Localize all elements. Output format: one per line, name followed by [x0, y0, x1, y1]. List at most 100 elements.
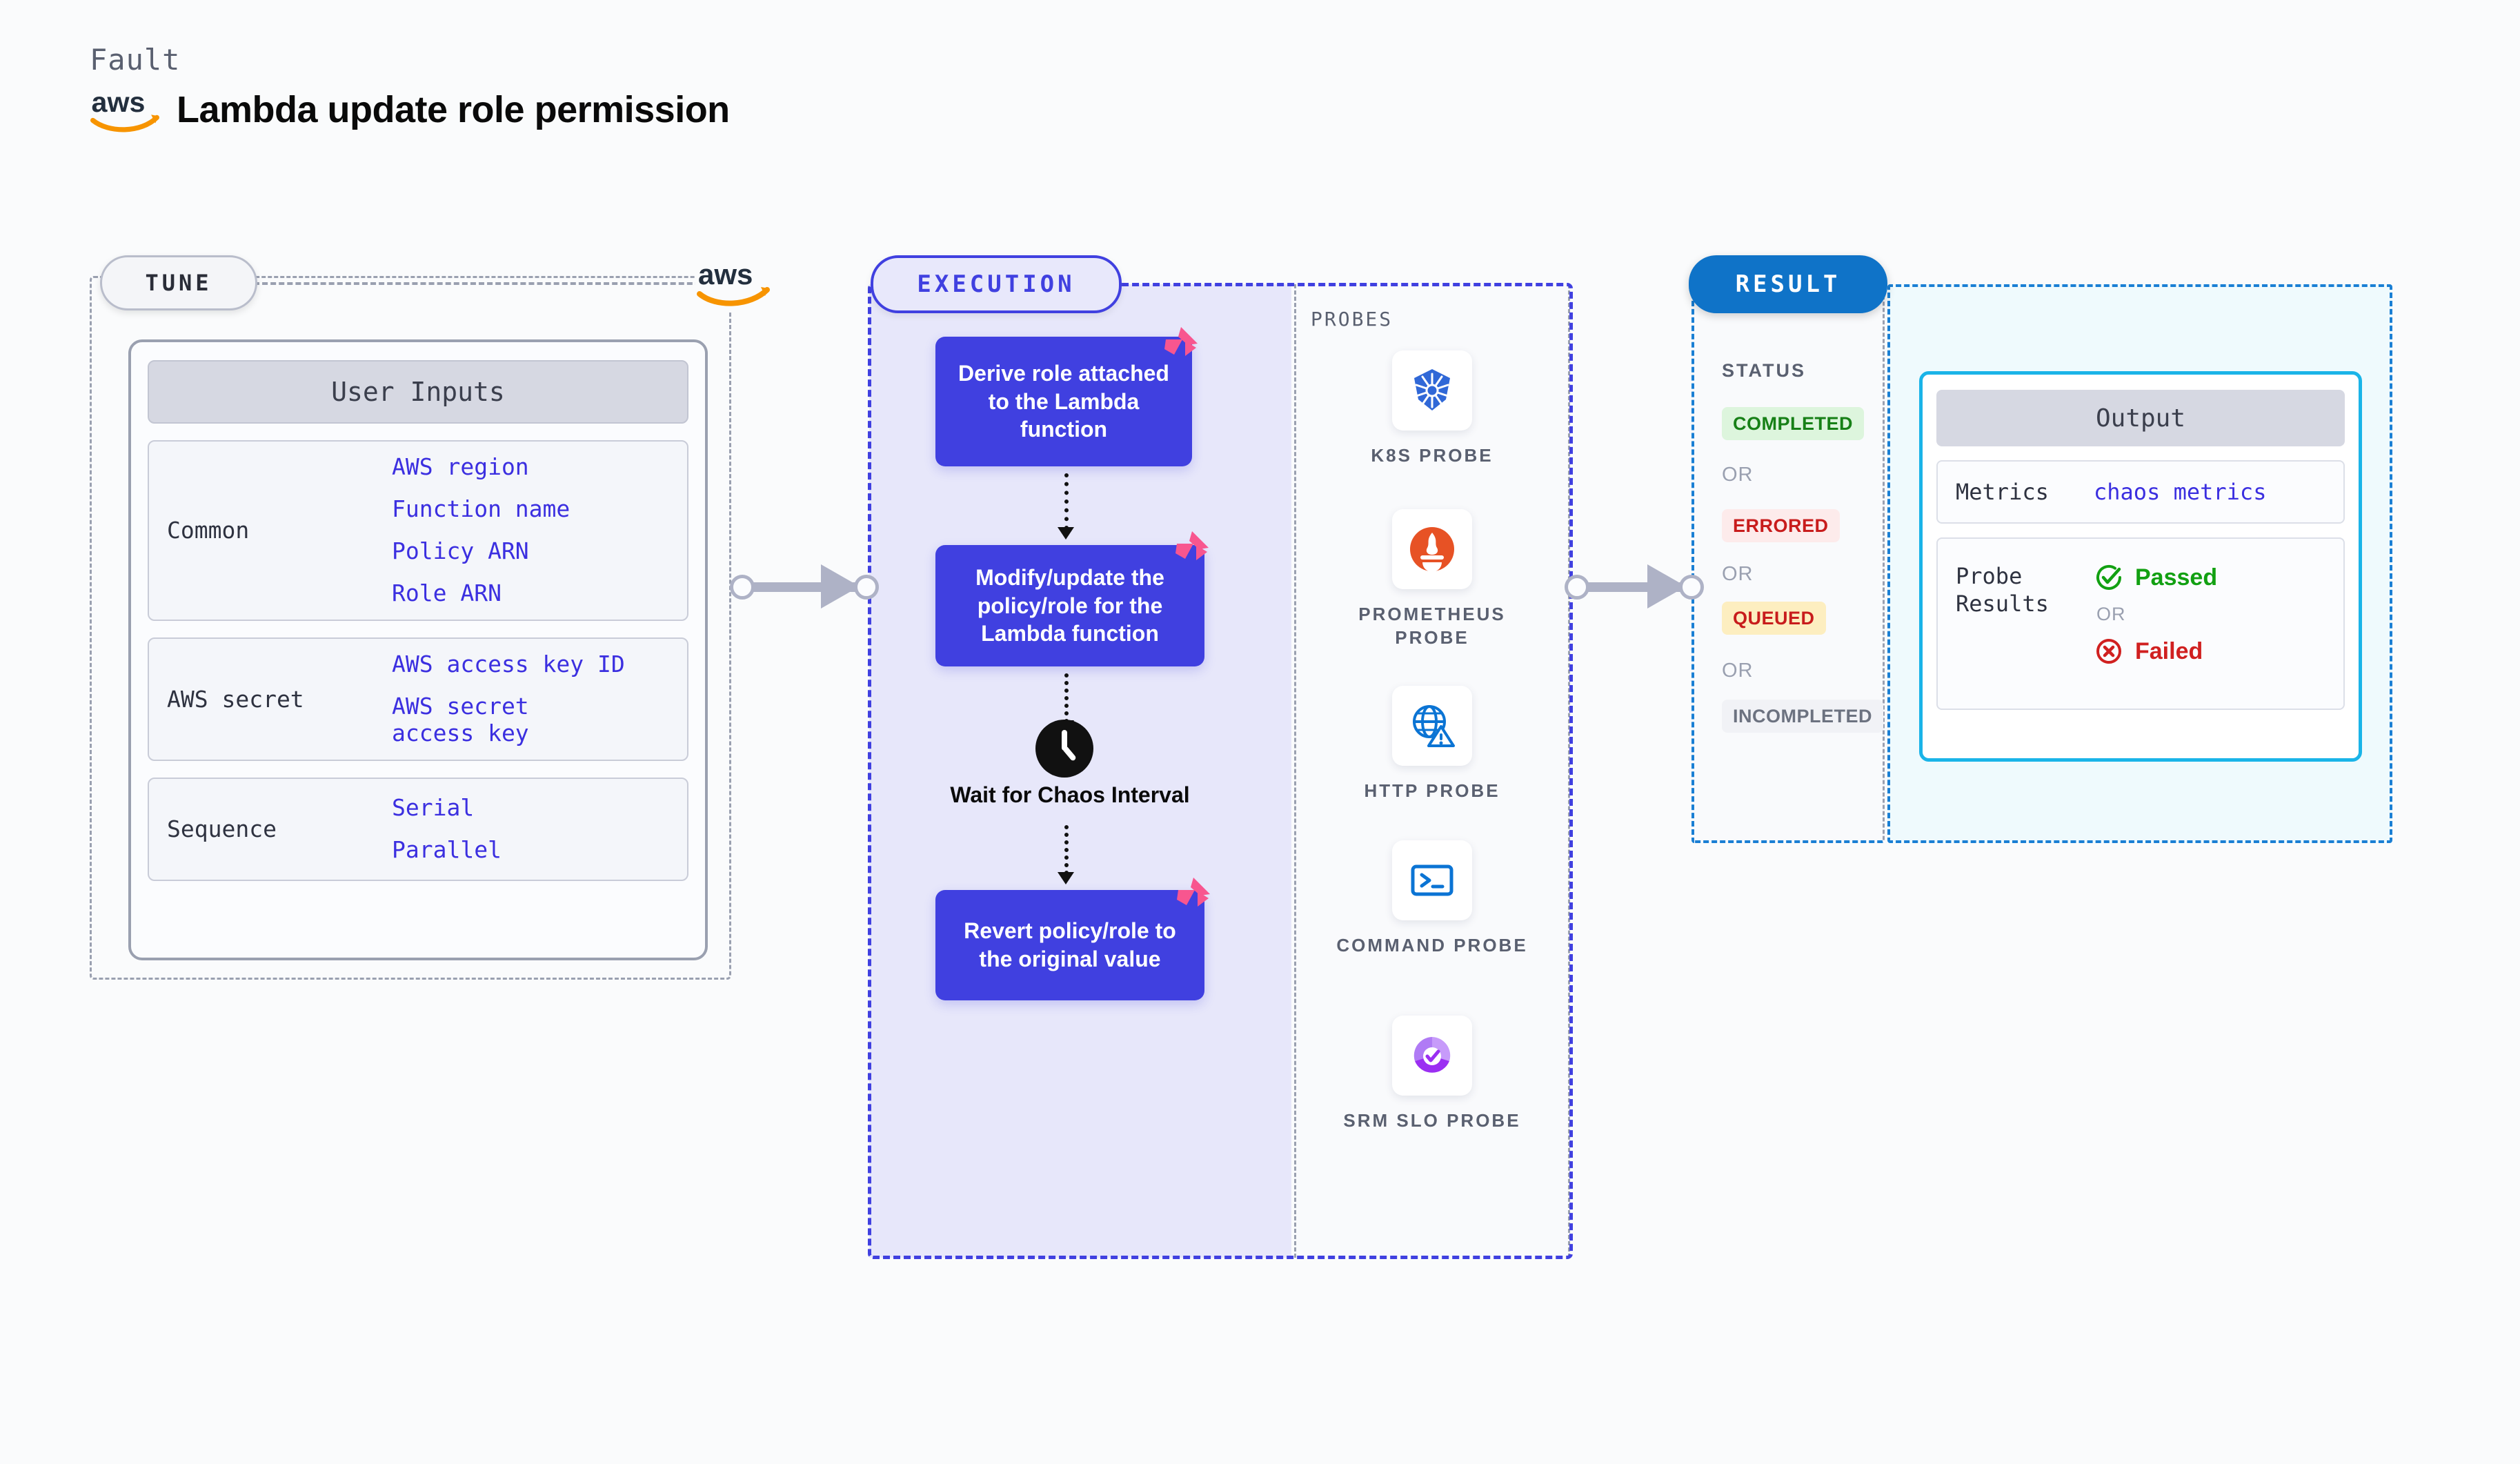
group-label: Sequence [167, 815, 277, 843]
input-field-role-arn[interactable]: Role ARN [392, 579, 502, 606]
connector-knob-right [1679, 575, 1704, 600]
status-badge-completed: COMPLETED [1722, 407, 1865, 440]
input-field-function-name[interactable]: Function name [392, 495, 571, 522]
aws-logo-icon: aws [90, 86, 159, 132]
tune-panel [90, 276, 731, 980]
probe-item-http[interactable]: HTTP PROBE [1329, 686, 1536, 803]
probes-title: PROBES [1311, 308, 1393, 330]
or-separator: OR [1722, 660, 1754, 682]
probe-item-prometheus[interactable]: PROMETHEUS PROBE [1329, 509, 1536, 650]
group-label: Common [167, 517, 250, 544]
srm-slo-icon [1413, 1037, 1451, 1073]
x-circle-icon [2096, 639, 2121, 664]
user-inputs-card: User Inputs Common AWS region Function n… [128, 339, 708, 960]
output-title: Output [1936, 390, 2345, 446]
input-option-parallel[interactable]: Parallel [392, 835, 502, 863]
clock-icon [1035, 720, 1093, 778]
probe-tile [1392, 686, 1472, 766]
flow-arrow-3 [1058, 825, 1074, 884]
status-badge-queued: QUEUED [1722, 602, 1826, 635]
status-badge-errored: ERRORED [1722, 509, 1840, 542]
svg-text:aws: aws [92, 86, 146, 118]
group-values: AWS region Function name Policy ARN Role… [392, 453, 585, 607]
tune-pill[interactable]: TUNE [100, 255, 257, 310]
input-field-aws-region[interactable]: AWS region [392, 453, 529, 480]
arrow-head [1058, 872, 1074, 884]
arrow-line [1064, 473, 1069, 530]
input-field-secret-access-key[interactable]: AWS secret access key [392, 692, 529, 746]
arrow-head [1058, 527, 1074, 540]
probe-tile [1392, 1016, 1472, 1096]
page-header: Fault aws Lambda update role permission [90, 43, 730, 133]
probe-item-srm-slo[interactable]: SRM SLO PROBE [1329, 1016, 1536, 1133]
metrics-value[interactable]: chaos metrics [2094, 479, 2267, 505]
probe-label: SRM SLO PROBE [1343, 1110, 1521, 1131]
kubernetes-icon [1414, 369, 1450, 410]
connector-arrowhead [821, 564, 860, 609]
execution-step-3[interactable]: Revert policy/role to the original value [935, 890, 1204, 1000]
litmus-badge-icon [1175, 531, 1209, 560]
probe-label: K8S PROBE [1371, 445, 1494, 466]
input-option-serial[interactable]: Serial [392, 793, 475, 821]
litmus-badge-icon [1177, 878, 1210, 907]
flow-arrow-2 [1058, 673, 1074, 733]
connector-knob-left [730, 575, 755, 600]
result-pill[interactable]: RESULT [1689, 255, 1887, 313]
status-title: STATUS [1722, 360, 1806, 381]
group-values: AWS access key ID AWS secret access key [392, 651, 640, 747]
input-field-access-key-id[interactable]: AWS access key ID [392, 650, 625, 677]
flow-arrow-1 [1058, 473, 1074, 540]
connector-execution-to-result [1560, 564, 1709, 609]
metrics-label: Metrics [1956, 479, 2049, 505]
connector-knob-right [854, 575, 879, 600]
probe-tile [1392, 509, 1472, 589]
probe-item-k8s[interactable]: K8S PROBE [1329, 350, 1536, 468]
group-label: AWS secret [167, 685, 304, 713]
tune-leader-line [254, 282, 709, 285]
or-separator: OR [2096, 604, 2126, 624]
input-group-sequence: Sequence Serial Parallel [148, 777, 688, 881]
http-globe-icon [1413, 705, 1455, 747]
probe-tile [1392, 350, 1472, 431]
connector-knob-left [1565, 575, 1589, 600]
prometheus-icon [1410, 527, 1454, 572]
verdict-failed: Failed [2094, 636, 2217, 666]
input-group-common: Common AWS region Function name Policy A… [148, 440, 688, 621]
verdict-passed: Passed [2094, 562, 2217, 593]
probe-label: PROMETHEUS PROBE [1358, 604, 1506, 648]
input-field-policy-arn[interactable]: Policy ARN [392, 537, 529, 564]
passed-label: Passed [2135, 564, 2218, 591]
connector-tune-to-execution [726, 564, 886, 609]
or-separator: OR [1722, 563, 1754, 585]
probe-tile [1392, 840, 1472, 920]
execution-step-1[interactable]: Derive role attached to the Lambda funct… [935, 337, 1192, 466]
probe-label: COMMAND PROBE [1336, 935, 1528, 956]
user-inputs-title: User Inputs [148, 360, 688, 424]
page-title: Lambda update role permission [177, 89, 730, 130]
arrow-line [1064, 825, 1069, 875]
failed-label: Failed [2135, 637, 2203, 664]
check-circle-icon [2096, 564, 2121, 590]
litmus-badge-icon [1164, 327, 1198, 356]
probe-item-command[interactable]: COMMAND PROBE [1329, 840, 1536, 958]
input-group-aws-secret: AWS secret AWS access key ID AWS secret … [148, 637, 688, 761]
fault-label: Fault [90, 43, 181, 77]
output-card: Output Metrics chaos metrics Probe Resul… [1919, 371, 2362, 762]
output-row-probe-results: Probe Results Passed OR Failed [1936, 537, 2345, 710]
probe-label: HTTP PROBE [1364, 780, 1500, 801]
probe-results-label: Probe Results [1956, 563, 2049, 617]
output-row-metrics: Metrics chaos metrics [1936, 460, 2345, 524]
execution-pill[interactable]: EXECUTION [871, 255, 1122, 313]
title-row: aws Lambda update role permission [90, 86, 730, 133]
status-badge-incompleted: INCOMPLETED [1722, 700, 1884, 733]
arrow-line [1064, 673, 1069, 723]
status-pane [1691, 284, 1885, 843]
group-values: Serial Parallel [392, 793, 517, 864]
wait-for-chaos-interval-label: Wait for Chaos Interval [950, 782, 1190, 807]
aws-logo-icon: aws [695, 257, 771, 312]
probe-verdicts: Passed OR Failed [2094, 562, 2217, 666]
terminal-icon [1411, 864, 1454, 896]
execution-step-2[interactable]: Modify/update the policy/role for the La… [935, 545, 1204, 666]
execution-outer-border [868, 283, 1573, 1259]
svg-text:aws: aws [698, 258, 753, 290]
